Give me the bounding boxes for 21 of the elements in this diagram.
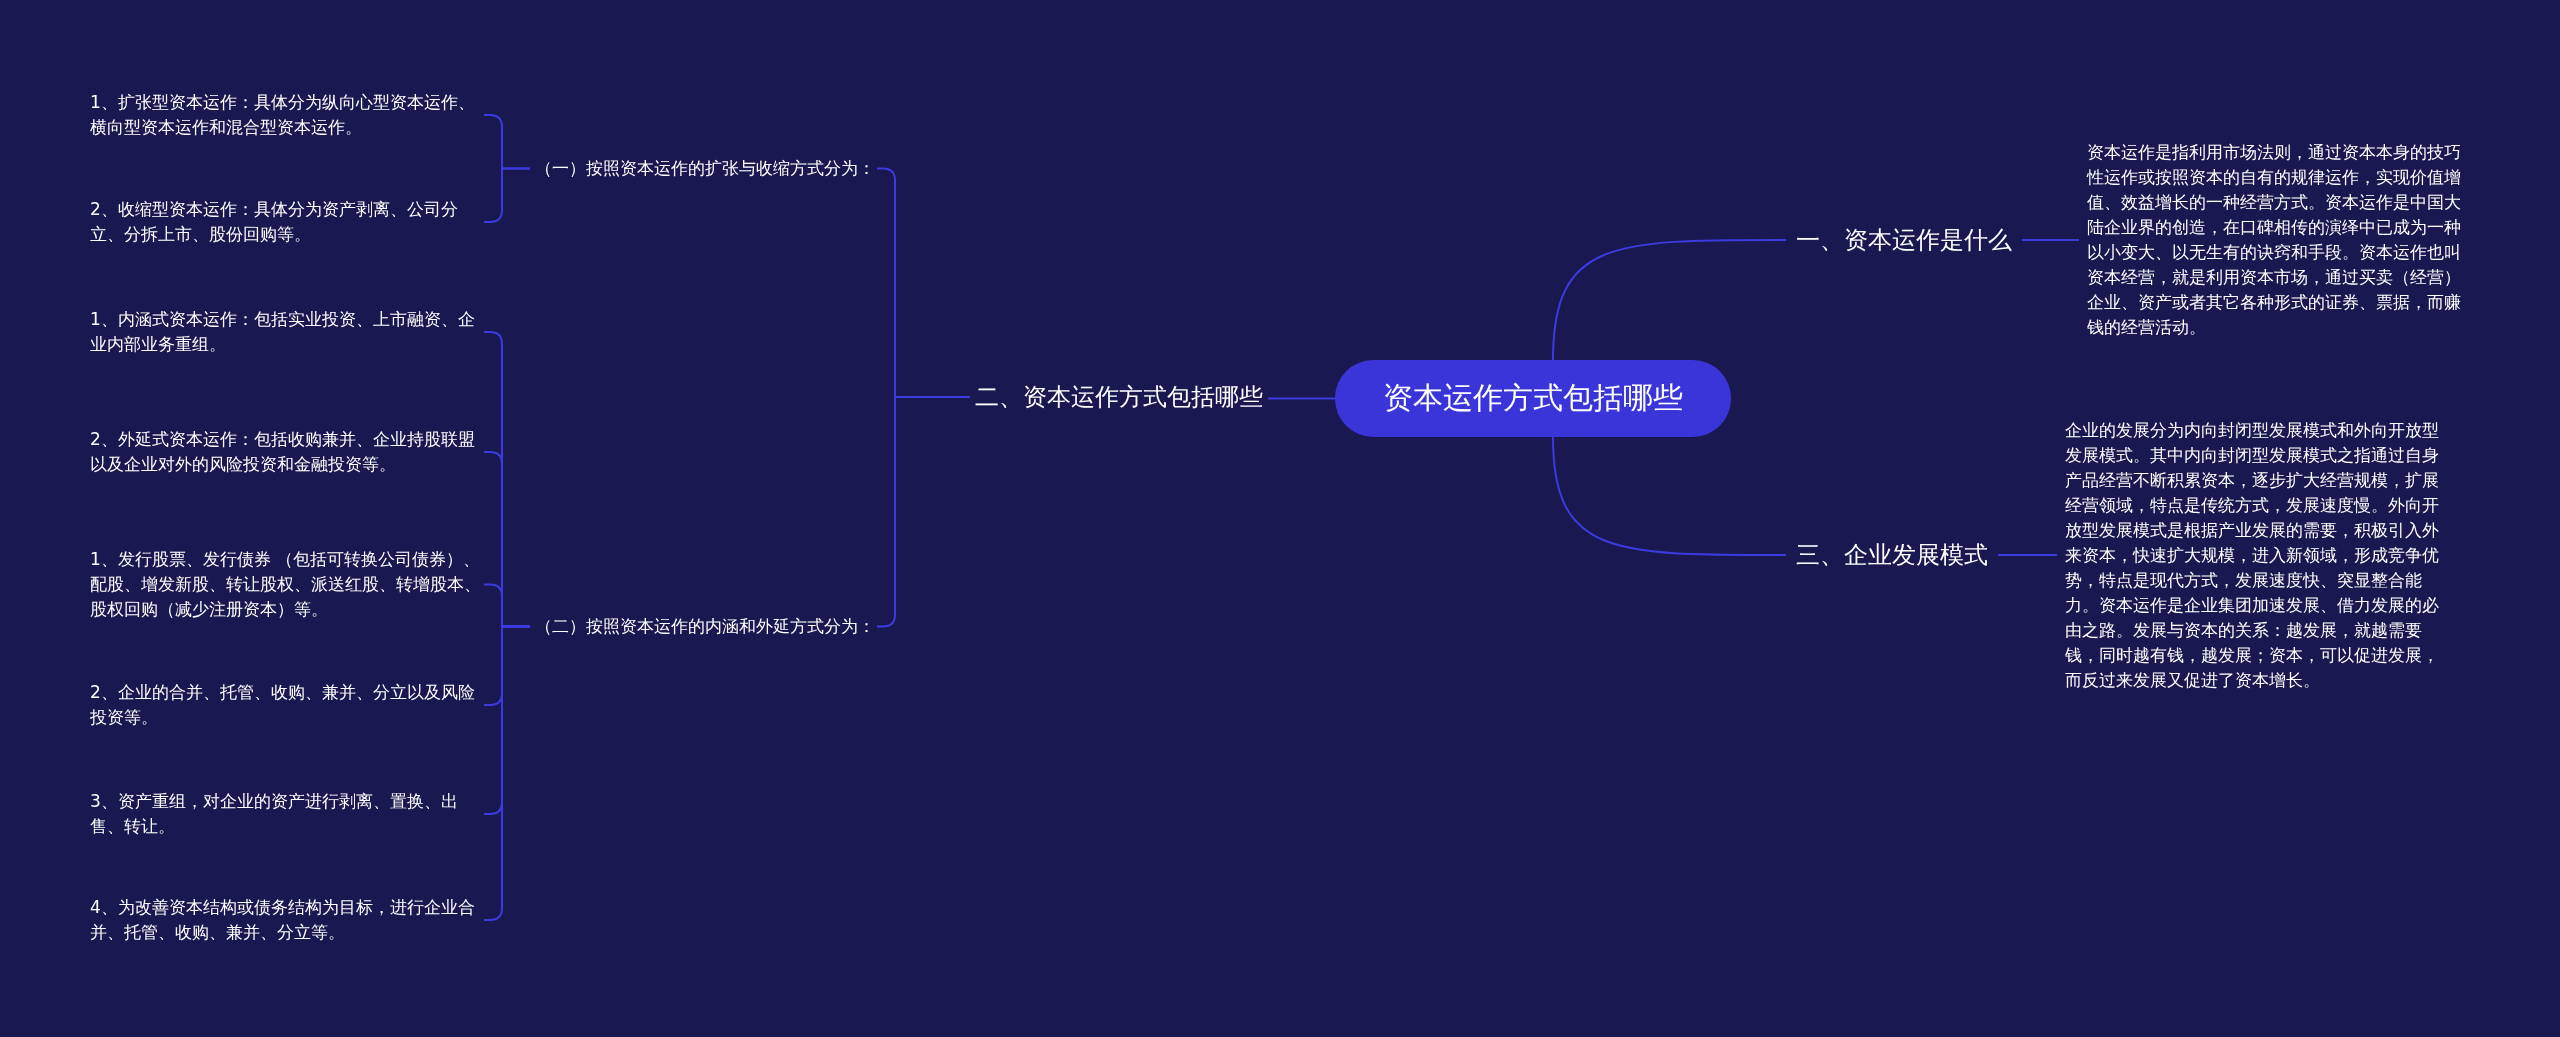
item-text: 2、外延式资本运作：包括收购兼并、企业持股联盟以及企业对外的风险投资和金融投资等。 — [90, 427, 482, 477]
item-text: 1、发行股票、发行债券 （包括可转换公司债券）、配股、增发新股、转让股权、派送红股、转增股本、股权回购（减少注册资本）等。 — [90, 546, 482, 622]
description-text: 企业的发展分为内向封闭型发展模式和外向开放型发展模式。其中内向封闭型发展模式之指通过自身产品经营不断积累资本，逐步扩大经营规模，扩展经营领域，特点是传统方式，发展速度慢。外向开放型发展模式是根据产业发展的需要，积极引入外来资本，快速扩大规模，进入新领域，形成竞争优势，特点是现代方式，发展速度快、突显整合能力。资本运作是企业集团加速发展、借力发展的必由之路。发展与资本的关系：越发展，就越需要钱，同时越有钱，越发展；资本，可以促进发展，而反过来发展又促进了资本增长。 — [2065, 417, 2455, 693]
subtopic-label: （一）按照资本运作的扩张与收缩方式分为： — [535, 152, 875, 184]
item-text: 2、收缩型资本运作：具体分为资产剥离、公司分立、分拆上市、股份回购等。 — [90, 197, 482, 247]
description-text: 资本运作是指利用市场法则，通过资本本身的技巧性运作或按照资本的自有的规律运作，实现价值增值、效益增长的一种经营方式。资本运作是中国大陆企业界的创造，在口碑相传的演绎中已成为一种以小变大、以无生有的诀窍和手段。资本运作也叫资本经营，就是利用资本市场，通过买卖（经营）企业、资产或者其它各种形式的证券、票据，而赚钱的经营活动。 — [2087, 140, 2475, 340]
connector-line — [1552, 239, 1787, 361]
item-text: 4、为改善资本结构或债务结构为目标，进行企业合并、托管、收购、兼并、分立等。 — [90, 895, 482, 945]
item-text: 3、资产重组，对企业的资产进行剥离、置换、出售、转让。 — [90, 789, 482, 839]
connector-line — [2021, 239, 2080, 241]
connector-line — [1997, 554, 2058, 556]
item-text: 2、企业的合并、托管、收购、兼并、分立以及风险投资等。 — [90, 680, 482, 730]
connector-line — [1552, 436, 1787, 556]
topic-label: 三、企业发展模式 — [1796, 535, 1988, 575]
item-text: 1、扩张型资本运作：具体分为纵向心型资本运作、横向型资本运作和混合型资本运作。 — [90, 90, 482, 140]
item-text: 1、内涵式资本运作：包括实业投资、上市融资、企业内部业务重组。 — [90, 307, 482, 357]
root-topic-pill: 资本运作方式包括哪些 — [1335, 359, 1731, 437]
topic-label: 一、资本运作是什么 — [1796, 220, 2012, 260]
subtopic-label: （二）按照资本运作的内涵和外延方式分为： — [535, 610, 875, 642]
connector-line — [1267, 397, 1336, 400]
topic-label: 二、资本运作方式包括哪些 — [975, 377, 1263, 417]
